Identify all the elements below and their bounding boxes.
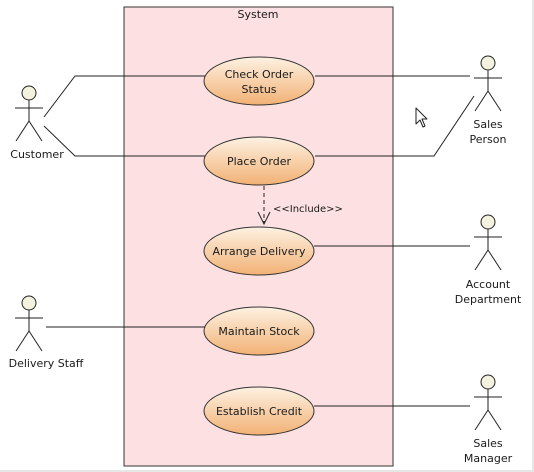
stick-figure-icon [474, 214, 502, 271]
include-arrowhead [257, 211, 271, 226]
use-case-label-line: Place Order [227, 155, 291, 168]
actor-delivery-staff[interactable]: Delivery Staff [9, 295, 84, 370]
stick-figure-icon [15, 85, 43, 142]
actor-sales-person[interactable]: Sales Person [470, 55, 507, 146]
actor-label-line: Account [466, 278, 511, 291]
stick-figure-icon [474, 55, 502, 112]
use-case-establish-credit[interactable]: Establish Credit [203, 386, 315, 436]
actor-label-line: Sales [473, 437, 503, 450]
actor-label-line: Manager [464, 452, 513, 465]
actor-label-line: Department [455, 293, 522, 306]
use-case-label-line: Status [241, 83, 276, 96]
assoc-sales-person-place-order[interactable] [315, 95, 475, 157]
use-case-arrange-delivery[interactable]: Arrange Delivery [203, 226, 315, 276]
actor-account-department[interactable]: Account Department [455, 214, 522, 306]
mouse-pointer-icon [415, 107, 428, 128]
stick-figure-icon [15, 295, 43, 352]
use-case-label-line: Maintain Stock [218, 325, 300, 338]
use-case-check-order-status[interactable]: Check Order Status [203, 56, 315, 106]
use-case-label-line: Establish Credit [216, 405, 303, 418]
actor-label-line: Sales [473, 118, 503, 131]
use-case-place-order[interactable]: Place Order [203, 136, 315, 186]
actor-customer[interactable]: Customer [10, 85, 64, 161]
assoc-customer-place-order[interactable] [43, 125, 205, 157]
include-label: <<Include>> [273, 204, 343, 215]
use-case-label-line: Arrange Delivery [213, 245, 306, 258]
assoc-customer-check-order-status[interactable] [43, 75, 205, 118]
stick-figure-icon [474, 374, 502, 431]
include-dependency[interactable]: <<Include>> [257, 186, 343, 226]
actor-label-line: Customer [10, 148, 64, 161]
actor-label-line: Delivery Staff [9, 357, 84, 370]
system-label: System [237, 8, 278, 21]
actor-sales-manager[interactable]: Sales Manager [464, 374, 513, 465]
use-case-maintain-stock[interactable]: Maintain Stock [203, 306, 315, 356]
association-lines [43, 75, 475, 407]
use-case-label-line: Check Order [225, 68, 294, 81]
actor-label-line: Person [470, 133, 507, 146]
